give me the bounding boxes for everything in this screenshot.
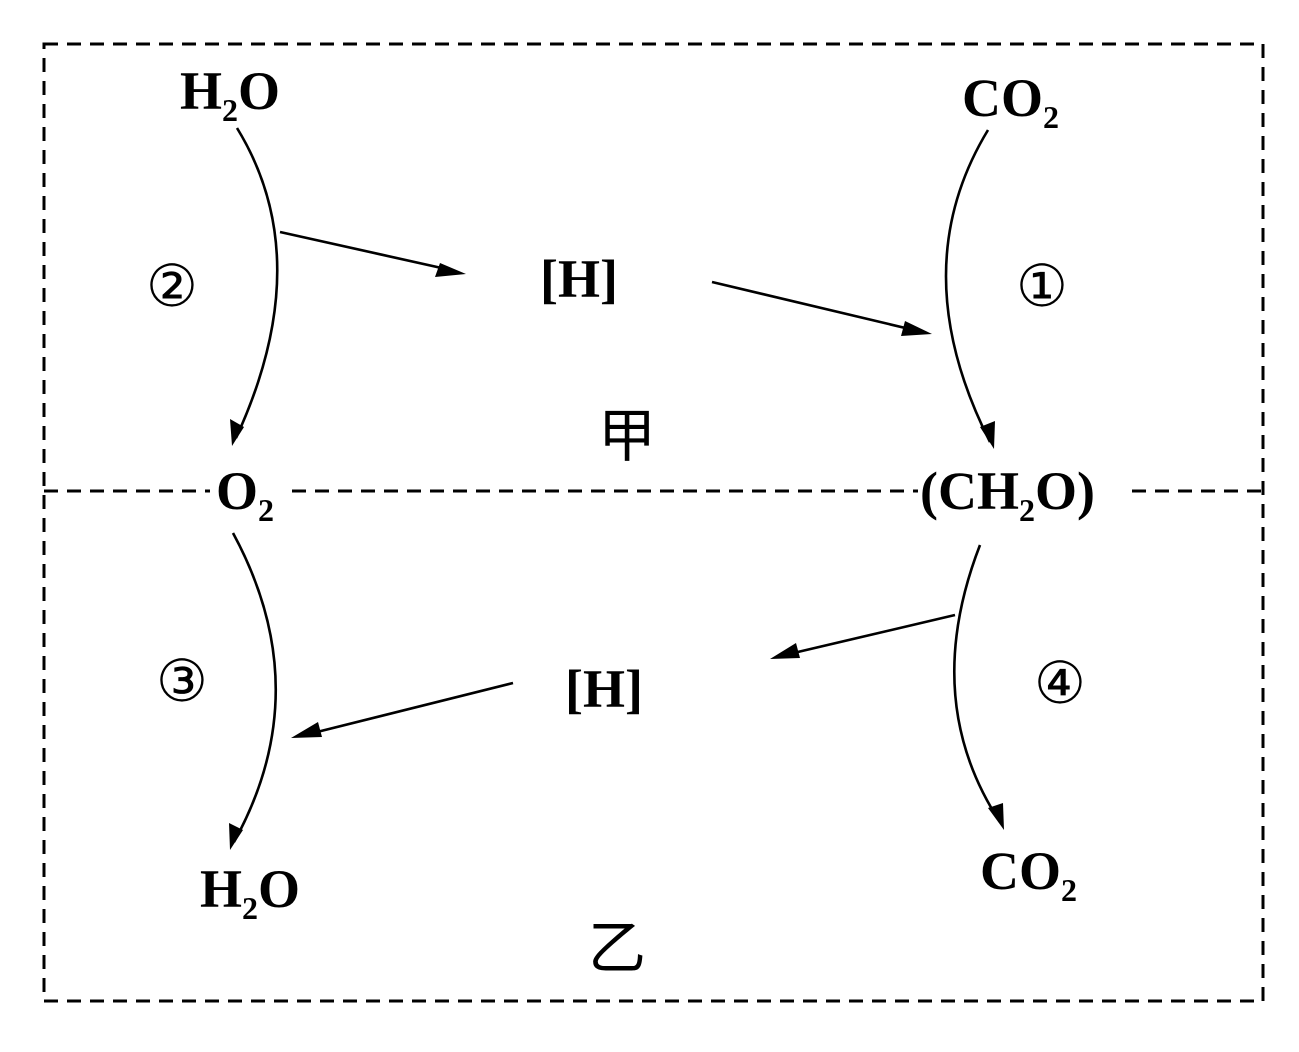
label-h-bottom: [H] [565, 659, 643, 719]
step-two-marker: ② [146, 252, 198, 320]
arrow-co2-to-ch2o [944, 129, 992, 443]
arrow-water-split-to-h [279, 230, 456, 273]
arrowhead-h2o-bottom [229, 823, 243, 850]
arrow-h-to-water [304, 681, 514, 737]
label-h2o-top: H2O [180, 61, 280, 128]
arrowhead-calvin [901, 321, 932, 336]
arrowhead-co2-bottom [988, 803, 1004, 830]
arrowhead-o2 [230, 419, 244, 446]
arrow-o2-to-h2o [231, 532, 277, 843]
label-co2-top: CO2 [962, 68, 1059, 135]
arrowhead-h-top [435, 263, 466, 277]
region-label-top: 甲 [598, 402, 656, 470]
label-h-top: [H] [540, 249, 618, 309]
label-o2: O2 [216, 461, 274, 528]
arrow-h2o-to-o2 [234, 127, 279, 439]
arrowhead-ch2o [980, 421, 995, 449]
outer-dashed-frame [42, 42, 1265, 1003]
arrow-h-to-calvin [711, 280, 919, 333]
label-ch2o: (CH2O) [920, 461, 1095, 528]
label-co2-bottom: CO2 [980, 841, 1077, 908]
region-label-bottom: 乙 [588, 914, 646, 982]
label-h2o-bottom: H2O [200, 859, 300, 926]
step-four-marker: ④ [1034, 649, 1086, 717]
arrow-glucose-to-h [784, 613, 956, 657]
arrowhead-water-bottom [291, 722, 322, 738]
arrowhead-h-bottom [770, 643, 800, 659]
step-three-marker: ③ [156, 647, 208, 715]
arrow-ch2o-to-co2 [953, 544, 1002, 823]
step-one-marker: ① [1016, 252, 1068, 320]
